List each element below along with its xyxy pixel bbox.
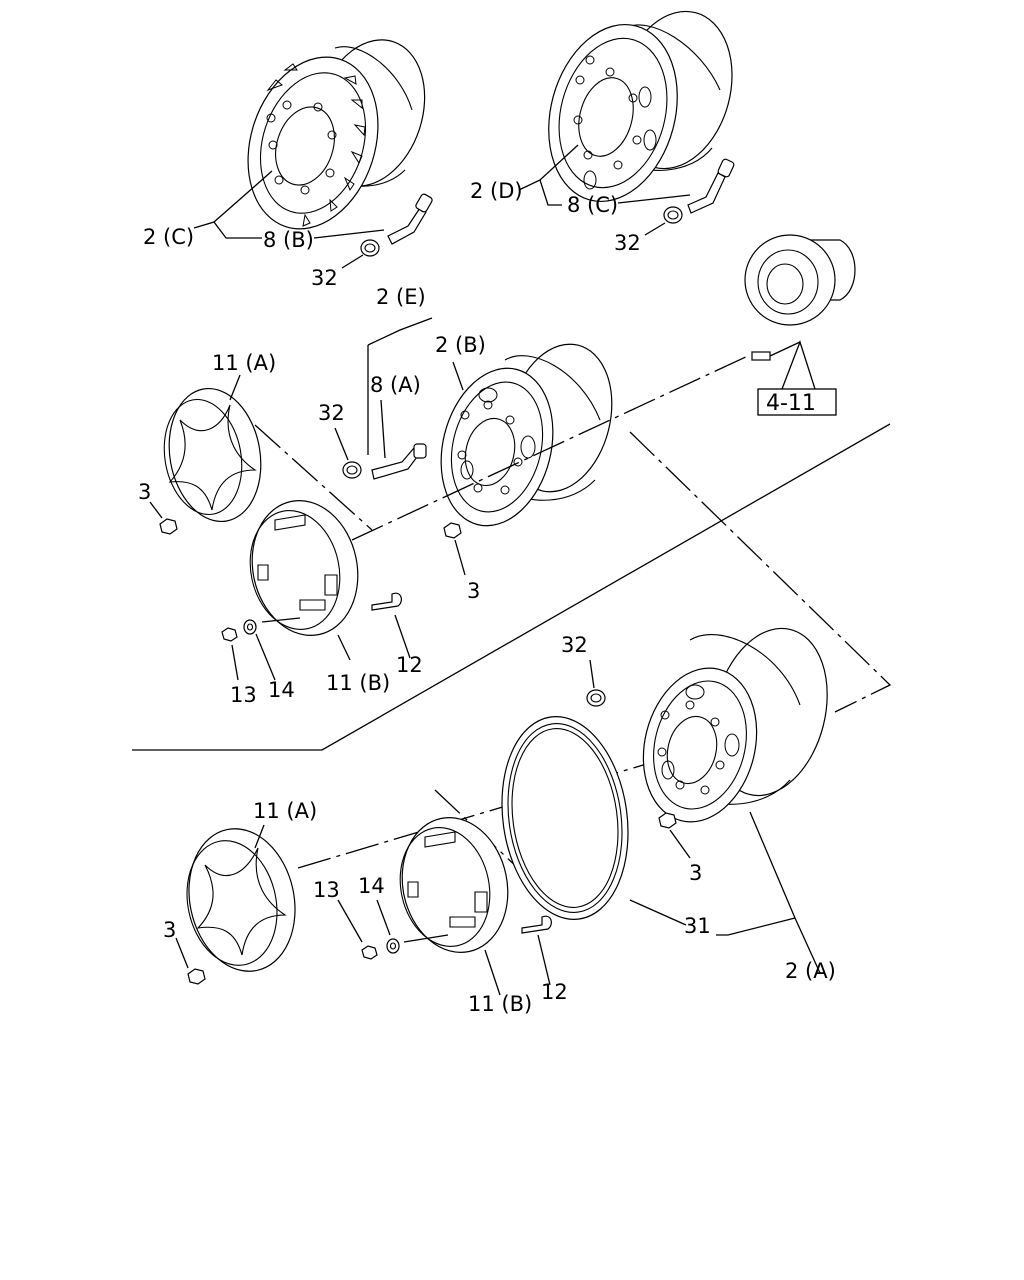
leaders-hub [781, 340, 816, 390]
label-11a-lower: 11 (A) [253, 799, 317, 823]
valve-8b-drawing [387, 193, 433, 245]
cap-32-a-drawing [586, 689, 606, 707]
ring-31-drawing [501, 716, 629, 920]
label-3-a: 3 [689, 861, 702, 885]
label-2a: 2 (A) [785, 959, 836, 983]
ref-box-4-11[interactable]: 4-11 [757, 388, 837, 416]
leaders-wheel-2c [193, 170, 385, 269]
valve-8a-drawing [371, 443, 427, 480]
nut-3-upper-drawing [159, 518, 178, 535]
leaders-wheel-2b [334, 317, 466, 576]
leaders-upper-covers [149, 374, 411, 681]
label-3-b: 3 [467, 579, 480, 603]
nut-3-a-drawing [658, 812, 677, 829]
cover-11b-lower-drawing [399, 817, 509, 953]
washer-14-upper-drawing [243, 619, 257, 635]
nut-3-b-drawing [443, 522, 462, 539]
wheel-2c-drawing [247, 39, 426, 230]
label-12-lower: 12 [541, 980, 568, 1004]
label-32-b: 32 [318, 401, 345, 425]
label-13-upper: 13 [230, 683, 257, 707]
bolt-12-upper-drawing [371, 592, 402, 611]
label-8c: 8 (C) [567, 193, 618, 217]
nut-13-upper-drawing [221, 627, 238, 642]
leaders-lower-covers [175, 824, 551, 996]
cap-32-d-drawing [663, 206, 683, 224]
label-31: 31 [684, 914, 711, 938]
cap-32-b-drawing [342, 461, 362, 479]
cover-11a-upper-drawing [163, 387, 262, 523]
label-2d: 2 (D) [470, 179, 523, 203]
section-divider-line [132, 423, 891, 751]
bolt-12-lower-drawing [521, 915, 552, 934]
label-2c: 2 (C) [143, 225, 194, 249]
label-2e: 2 (E) [376, 285, 426, 309]
label-8a: 8 (A) [370, 373, 421, 397]
nut-13-lower-drawing [361, 945, 378, 960]
wheel-2b-drawing [440, 343, 613, 527]
ref-box-label: 4-11 [766, 391, 816, 416]
cap-32-c-drawing [360, 239, 380, 257]
valve-8c-drawing [687, 158, 735, 214]
label-11a-upper: 11 (A) [212, 351, 276, 375]
label-12-upper: 12 [396, 653, 423, 677]
label-8b: 8 (B) [263, 228, 314, 252]
label-13-lower: 13 [313, 878, 340, 902]
leaders-wheel-2a [589, 659, 821, 974]
nut-3-lower-drawing [187, 968, 206, 985]
wheel-2a-drawing [642, 627, 828, 823]
label-14-upper: 14 [268, 678, 295, 702]
label-11b-lower: 11 (B) [468, 992, 532, 1016]
label-14-lower: 14 [358, 874, 385, 898]
hub-drawing [744, 234, 856, 361]
leaders-wheel-2d [518, 144, 691, 236]
label-32-a: 32 [561, 633, 588, 657]
washer-14-lower-drawing [386, 938, 400, 954]
label-32-c: 32 [311, 266, 338, 290]
label-11b-upper: 11 (B) [326, 671, 390, 695]
label-32-d: 32 [614, 231, 641, 255]
label-3-lower: 3 [163, 918, 176, 942]
cover-11b-upper-drawing [249, 500, 359, 636]
label-3-upper: 3 [138, 480, 151, 504]
label-2b: 2 (B) [435, 333, 486, 357]
wheel-2d-drawing [548, 10, 733, 203]
cover-11a-lower-drawing [186, 828, 296, 972]
